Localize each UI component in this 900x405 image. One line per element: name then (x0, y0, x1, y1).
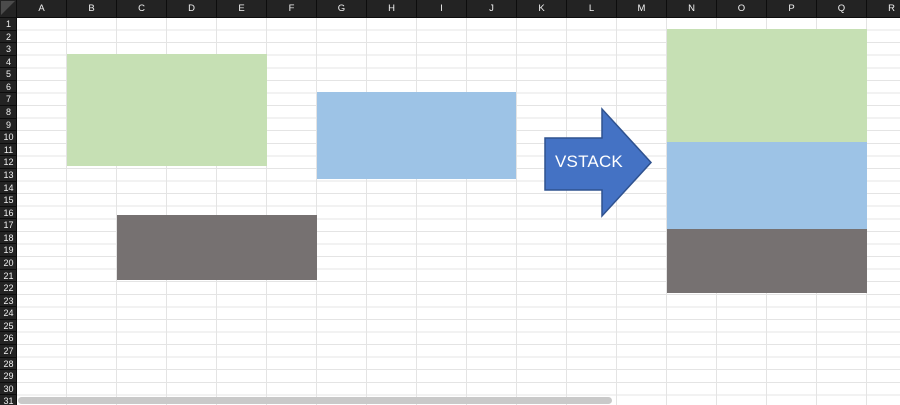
select-all-triangle-icon (1, 1, 15, 15)
row-header-7[interactable]: 7 (0, 93, 16, 107)
row-header-21[interactable]: 21 (0, 270, 16, 283)
row-header-4[interactable]: 4 (0, 56, 16, 69)
row-header-11[interactable]: 11 (0, 144, 16, 157)
row-header-13[interactable]: 13 (0, 169, 16, 182)
column-header-F[interactable]: F (267, 0, 317, 17)
vstack-arrow-label: VSTACK (555, 152, 623, 171)
source-range-blue[interactable] (317, 92, 516, 179)
column-header-Q[interactable]: Q (817, 0, 867, 17)
row-header-12[interactable]: 12 (0, 156, 16, 169)
row-header-17[interactable]: 17 (0, 219, 16, 232)
result-stack-gray[interactable] (667, 229, 867, 293)
column-header-O[interactable]: O (717, 0, 767, 17)
column-header-H[interactable]: H (367, 0, 417, 17)
row-header-16[interactable]: 16 (0, 207, 16, 220)
row-header-25[interactable]: 25 (0, 320, 16, 333)
horizontal-scrollbar-thumb[interactable] (18, 397, 612, 404)
row-header-5[interactable]: 5 (0, 68, 16, 81)
row-header-24[interactable]: 24 (0, 307, 16, 320)
right-block-arrow-shape[interactable] (544, 107, 653, 218)
row-header-27[interactable]: 27 (0, 345, 16, 358)
row-header-26[interactable]: 26 (0, 332, 16, 346)
row-header-3[interactable]: 3 (0, 43, 16, 56)
column-header-L[interactable]: L (567, 0, 617, 17)
source-range-green[interactable] (67, 54, 267, 166)
column-header-M[interactable]: M (617, 0, 667, 17)
column-header-K[interactable]: K (517, 0, 567, 17)
row-header-22[interactable]: 22 (0, 282, 16, 295)
row-header-1[interactable]: 1 (0, 18, 16, 31)
row-header-29[interactable]: 29 (0, 370, 16, 383)
column-header-N[interactable]: N (667, 0, 717, 17)
result-stack-green[interactable] (667, 29, 867, 142)
column-header-I[interactable]: I (417, 0, 467, 17)
column-header-J[interactable]: J (467, 0, 517, 17)
source-range-gray[interactable] (117, 215, 317, 280)
vstack-arrow[interactable] (542, 106, 654, 219)
row-header-15[interactable]: 15 (0, 194, 16, 207)
select-all-corner[interactable] (0, 0, 17, 18)
column-header-G[interactable]: G (317, 0, 367, 17)
column-header-D[interactable]: D (167, 0, 217, 17)
result-stack-blue[interactable] (667, 142, 867, 229)
column-header-P[interactable]: P (767, 0, 817, 17)
row-header-9[interactable]: 9 (0, 119, 16, 132)
row-header-6[interactable]: 6 (0, 81, 16, 94)
column-header-B[interactable]: B (67, 0, 117, 17)
row-header-20[interactable]: 20 (0, 257, 16, 270)
row-header-2[interactable]: 2 (0, 31, 16, 44)
row-header-14[interactable]: 14 (0, 182, 16, 195)
row-header-10[interactable]: 10 (0, 131, 16, 144)
row-header-18[interactable]: 18 (0, 232, 16, 245)
column-header-C[interactable]: C (117, 0, 167, 17)
row-header-23[interactable]: 23 (0, 295, 16, 308)
row-header-19[interactable]: 19 (0, 244, 16, 257)
row-header-31[interactable]: 31 (0, 395, 16, 405)
column-header-A[interactable]: A (17, 0, 67, 17)
column-header-E[interactable]: E (217, 0, 267, 17)
row-header-30[interactable]: 30 (0, 383, 16, 396)
row-header-8[interactable]: 8 (0, 106, 16, 119)
column-header-R[interactable]: R (867, 0, 900, 17)
row-header-28[interactable]: 28 (0, 358, 16, 371)
